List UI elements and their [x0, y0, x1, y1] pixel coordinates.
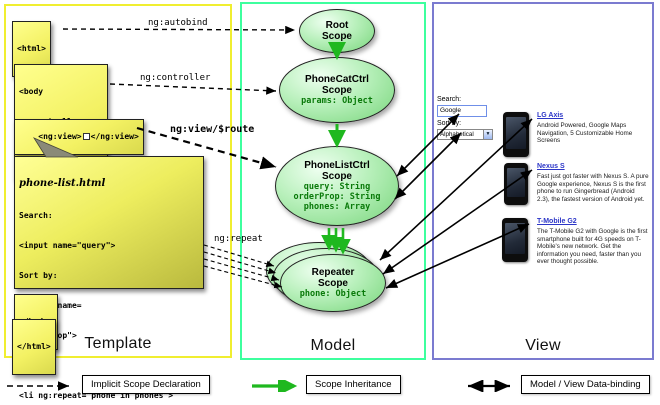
code-body-line-1: <body [19, 87, 44, 96]
html-close-box: </html> [12, 319, 56, 375]
phonelist-line-3: Sort by: [19, 271, 58, 280]
view-search-label: Search: [437, 96, 462, 103]
root-scope-title: Root Scope [321, 20, 352, 42]
legend-data-binding: Model / View Data-binding [521, 375, 650, 394]
model-panel-label: Model [310, 337, 356, 354]
phone-link-1[interactable]: LG Axis [537, 112, 564, 119]
template-panel: Template [4, 4, 232, 358]
phonelist-line-2: <input name="query"> [19, 241, 116, 250]
repeater-prop-phone: phone: Object [299, 289, 367, 299]
phone-thumbnail-1 [503, 112, 529, 157]
code-html-open: <html> [17, 44, 46, 53]
phonelist-line-7: <li ng:repeat="phone in phones"> [19, 391, 174, 400]
phone-screen-1 [506, 117, 526, 149]
phone-screen-2 [507, 168, 525, 197]
code-ngview-close: </ng:view> [90, 132, 139, 141]
label-ng-controller: ng:controller [140, 73, 211, 83]
root-scope-ellipse: Root Scope [299, 9, 375, 53]
legend-green-arrow-icon [252, 380, 298, 392]
repeater-scope-ellipse-front: Repeater Scope phone: Object [280, 254, 386, 312]
phone-desc-3: The T-Mobile G2 with Google is the first… [537, 228, 648, 266]
phonelist-filename: phone-list.html [19, 178, 106, 189]
phonecat-prop-params: params: Object [301, 96, 373, 106]
phonelist-prop-phones: phones: Array [303, 202, 371, 212]
phone-link-2[interactable]: Nexus S [537, 163, 565, 170]
label-ng-repeat: ng:repeat [214, 234, 263, 244]
phonelist-line-1: Search: [19, 211, 53, 220]
sort-select[interactable]: Alphabetical ▼ [437, 129, 493, 140]
phone-link-3[interactable]: T-Mobile G2 [537, 218, 577, 225]
search-input[interactable]: Google [437, 105, 487, 117]
phonelist-scope-title: PhoneListCtrl Scope [304, 160, 370, 182]
ngview-box: <ng:view> </ng:view> [14, 119, 144, 155]
phone-desc-1: Android Powered, Google Maps Navigation,… [537, 122, 633, 145]
view-panel-label: View [525, 337, 561, 354]
sort-select-value: Alphabetical [440, 131, 474, 138]
phone-thumbnail-3 [502, 218, 528, 262]
repeater-scope-title: Repeater Scope [311, 267, 355, 289]
phonecat-scope-ellipse: PhoneCatCtrl Scope params: Object [279, 57, 395, 123]
legend-implicit-scope: Implicit Scope Declaration [82, 375, 210, 394]
label-ng-autobind: ng:autobind [148, 18, 208, 28]
chevron-down-icon[interactable]: ▼ [483, 130, 492, 139]
phonelist-template-box: phone-list.html Search: <input name="que… [14, 156, 204, 400]
code-html-close: </html> [17, 342, 51, 351]
legend-scope-inheritance: Scope Inheritance [306, 375, 401, 394]
legend-dashed-arrow-icon [7, 381, 69, 391]
template-panel-label: Template [84, 335, 152, 352]
phone-desc-2: Fast just got faster with Nexus S. A pur… [537, 173, 649, 203]
legend-double-arrow-icon [468, 380, 510, 392]
phonelist-prop-query: query: String [303, 182, 371, 192]
view-placeholder-box [82, 133, 90, 140]
phonelist-prop-orderprop: orderProp: String [293, 192, 381, 202]
phonelist-scope-ellipse: PhoneListCtrl Scope query: String orderP… [275, 146, 399, 226]
phone-screen-3 [505, 223, 525, 254]
view-sortby-label: Sort by: [437, 120, 462, 127]
code-ngview-open: <ng:view> [38, 132, 82, 141]
label-ng-view-route: ng:view/$route [170, 124, 255, 135]
phone-thumbnail-2 [504, 163, 528, 205]
phonecat-scope-title: PhoneCatCtrl Scope [305, 74, 369, 96]
